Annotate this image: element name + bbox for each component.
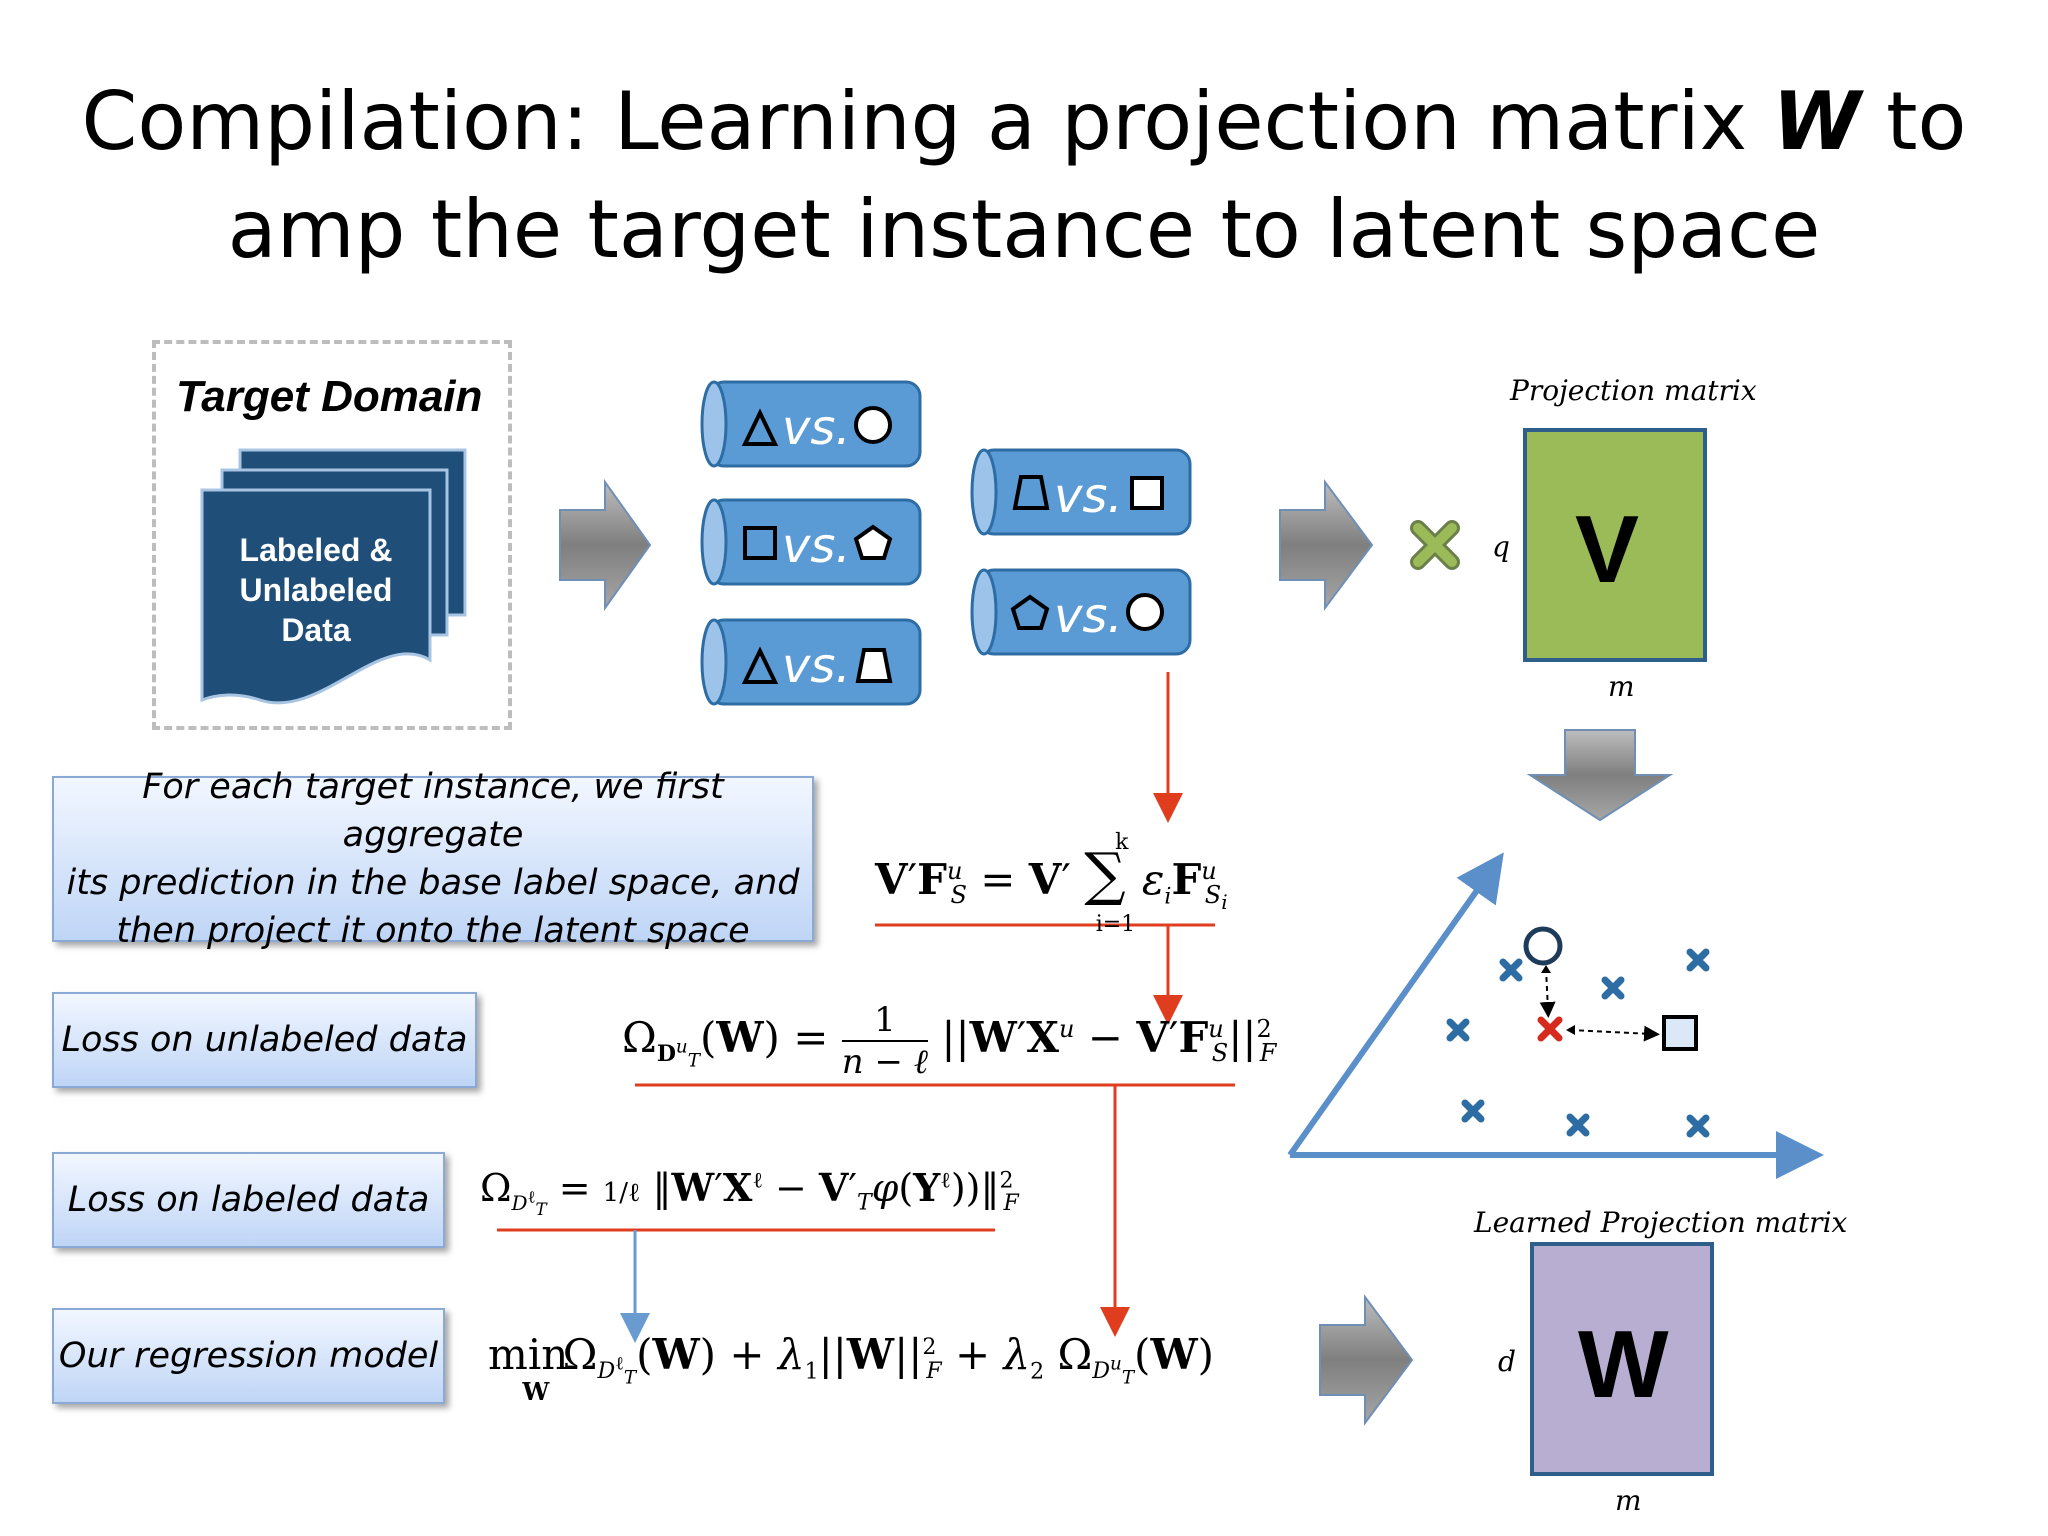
- classifier-cylinders: [700, 380, 1192, 706]
- regression-model-box: Our regression model: [52, 1308, 445, 1404]
- cylinder-4: [970, 448, 1192, 536]
- cylinder-3: [700, 618, 922, 706]
- vs-label-3: vs.: [782, 638, 851, 694]
- projection-matrix-label: Projection matrix: [1510, 374, 1757, 407]
- gray-arrow-down: [1526, 729, 1674, 822]
- cylinder-5: [970, 568, 1192, 656]
- matrix-v: [1523, 428, 1707, 662]
- blue-cross-points: [1446, 948, 1710, 1138]
- document-label: Labeled & Unlabeled Data: [239, 532, 393, 648]
- gray-arrow-1: [559, 478, 652, 612]
- slide-title: Compilation: Learning a projection matri…: [0, 68, 2048, 284]
- target-domain-title: Target Domain: [176, 372, 483, 421]
- cylinder-2: [700, 498, 922, 586]
- cylinder-1: [700, 380, 922, 468]
- gray-arrow-3: [1319, 1293, 1414, 1427]
- loss-unlabeled-box: Loss on unlabeled data: [52, 992, 477, 1088]
- matrix-w-letter: W: [1578, 1311, 1669, 1418]
- title-line-1: Compilation: Learning a projection matri…: [81, 75, 1967, 168]
- vs-label-5: vs.: [1054, 588, 1123, 644]
- matrix-v-letter: V: [1575, 496, 1640, 603]
- matrix-v-row-dim: q: [1492, 530, 1510, 563]
- loss-labeled-box: Loss on labeled data: [52, 1152, 445, 1248]
- formula-loss-labeled: ΩDℓT = 1/ℓ ‖W′Xℓ − V′Tφ(Yℓ))‖2F: [480, 1165, 1019, 1219]
- vs-label-1: vs.: [782, 400, 851, 456]
- target-domain-box: [152, 340, 512, 730]
- circle-point: [1523, 926, 1563, 966]
- latent-space-plot: [1287, 852, 1824, 1179]
- matrix-w-row-dim: d: [1498, 1345, 1516, 1378]
- matrix-v-col-dim: m: [1608, 670, 1635, 703]
- gray-arrow-2: [1279, 478, 1374, 612]
- green-cross-icon: [1410, 520, 1460, 570]
- vs-label-4: vs.: [1054, 468, 1123, 524]
- formula-aggregate: V′FuS = V′ ∑i=1k εiFuSi: [875, 830, 1228, 938]
- title-bold-w: W: [1772, 75, 1861, 168]
- red-cross-point: [1537, 1016, 1563, 1042]
- learned-projection-label: Learned Projection matrix: [1474, 1206, 1848, 1239]
- formula-regression: minW ΩDℓT(W) + λ1||W||2F + λ2 ΩDuT(W): [488, 1330, 1214, 1407]
- title-line-2: amp the target instance to latent space: [227, 183, 1821, 276]
- matrix-w-col-dim: m: [1615, 1484, 1642, 1517]
- matrix-w: [1530, 1242, 1714, 1476]
- aggregate-note-box: For each target instance, we first aggre…: [52, 767, 814, 951]
- square-point: [1662, 1015, 1698, 1051]
- document-stack-icon: [200, 448, 467, 705]
- vs-label-2: vs.: [782, 518, 851, 574]
